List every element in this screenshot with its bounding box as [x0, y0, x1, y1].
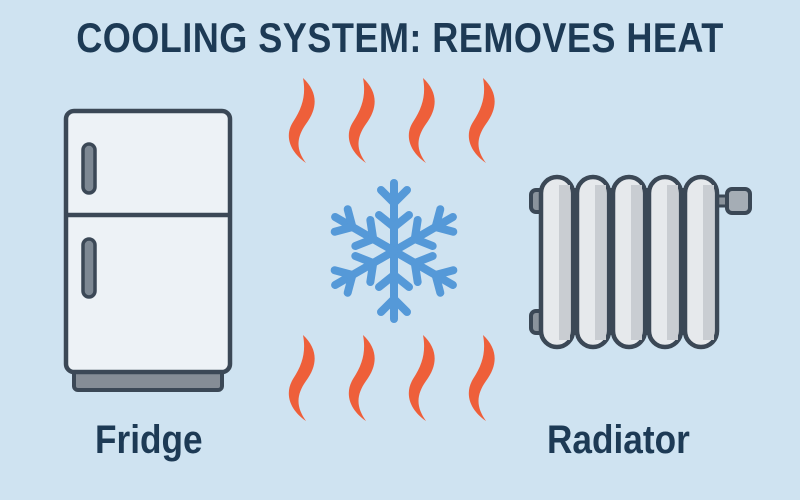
radiator-icon — [529, 174, 752, 350]
heat-wave-icon — [408, 78, 435, 163]
fridge-label: Fridge — [95, 418, 203, 462]
heat-wave-icon — [288, 78, 315, 163]
heat-waves-bottom — [288, 335, 495, 421]
heat-wave-icon — [468, 78, 495, 163]
snowflake-icon — [328, 179, 461, 319]
heat-wave-icon — [348, 335, 375, 421]
heat-wave-icon — [288, 335, 315, 421]
fridge-icon — [63, 108, 233, 392]
heat-waves-top — [288, 78, 495, 163]
heat-wave-icon — [348, 78, 375, 163]
heat-wave-icon — [408, 335, 435, 421]
radiator-label: Radiator — [547, 418, 690, 462]
heat-wave-icon — [468, 335, 495, 421]
diagram-title: COOLING SYSTEM: REMOVES HEAT — [76, 14, 724, 61]
